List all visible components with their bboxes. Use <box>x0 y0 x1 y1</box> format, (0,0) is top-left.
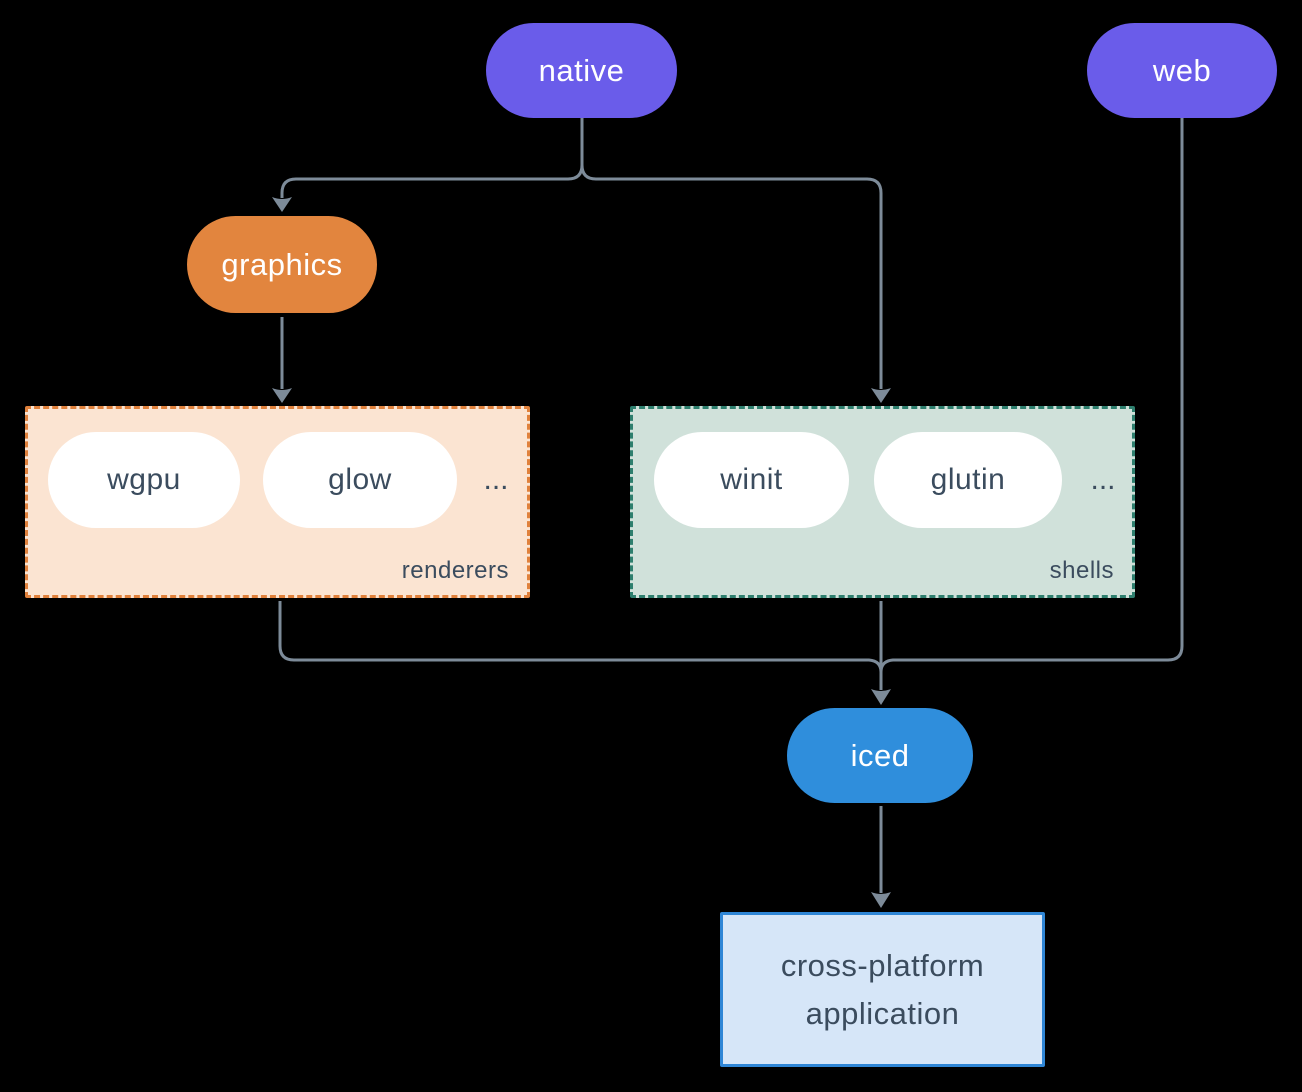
node-native-label: native <box>538 52 625 88</box>
edge-native-stem <box>567 118 597 181</box>
edge-native-to-graphics <box>280 177 568 198</box>
node-web: web <box>1087 23 1277 118</box>
node-web-label: web <box>1152 52 1212 88</box>
node-winit: winit <box>654 432 849 528</box>
arrowhead-graphics <box>272 197 292 212</box>
node-wgpu-label: wgpu <box>107 463 181 496</box>
node-native: native <box>486 23 677 118</box>
node-glutin: glutin <box>874 432 1062 528</box>
arrowhead-renderers <box>272 388 292 403</box>
shells-group-label: shells <box>1049 557 1114 584</box>
node-glow-label: glow <box>328 463 392 496</box>
node-iced: iced <box>787 708 973 803</box>
arrowhead-iced <box>871 689 891 705</box>
edge-native-to-shells <box>596 177 883 389</box>
group-shells: winit glutin ... shells <box>630 406 1135 598</box>
renderers-ellipsis: ... <box>483 463 509 496</box>
shells-ellipsis: ... <box>1090 463 1116 496</box>
node-cross-platform-application: cross-platform application <box>720 912 1045 1067</box>
renderers-group-label: renderers <box>401 557 509 584</box>
edge-renderers-to-merge <box>278 601 883 673</box>
node-graphics-label: graphics <box>221 246 343 282</box>
node-iced-label: iced <box>850 737 910 773</box>
node-glutin-label: glutin <box>930 463 1006 496</box>
app-label-line2: application <box>805 995 960 1031</box>
node-graphics: graphics <box>187 216 377 313</box>
node-glow: glow <box>263 432 457 528</box>
app-label-line1: cross-platform <box>780 947 985 983</box>
node-winit-label: winit <box>720 463 783 496</box>
group-renderers: wgpu glow ... renderers <box>25 406 530 598</box>
node-wgpu: wgpu <box>48 432 240 528</box>
arrowhead-shells <box>871 388 891 403</box>
arrowhead-app <box>871 892 891 908</box>
